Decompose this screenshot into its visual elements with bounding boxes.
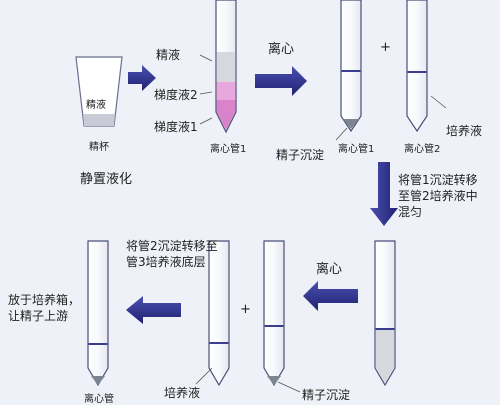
- plus-sign-1: +: [380, 40, 391, 55]
- liquefaction-caption: 静置液化: [80, 172, 133, 187]
- centrifuge-tube2-caption: 离心管2: [404, 144, 441, 155]
- layer-label-gradient2: 梯度液2: [154, 88, 198, 102]
- centrifuge-tube1-caption: 离心管1: [338, 144, 375, 155]
- centrifuge-tube-1: [340, 0, 362, 133]
- pointer-medium: [430, 95, 447, 109]
- medium-label-2: 培养液: [164, 386, 201, 400]
- pointer-sediment: [335, 127, 348, 141]
- centrifuge-label-2: 离心: [316, 262, 343, 277]
- transfer-description-1: 将管1沉淀转移 至管2培养液中 混匀: [398, 172, 498, 220]
- arrow-right-2: [255, 66, 307, 96]
- final-sediment: [91, 376, 105, 385]
- arrow-right-1: [128, 65, 156, 91]
- transfer2-line-1: 将管2沉淀转移至: [126, 239, 218, 253]
- transfer2-line-2: 管3培养液底层: [126, 255, 206, 269]
- gradient-tube: [215, 0, 237, 134]
- tube1-caption: 离心管1: [210, 144, 247, 155]
- pointer-gradient1-layer: [199, 117, 213, 125]
- semen-cup: [75, 56, 123, 127]
- arrow-left-2: [126, 296, 181, 324]
- plus-sign-2: +: [240, 302, 251, 317]
- layer-label-semen: 精液: [156, 48, 181, 62]
- mixed-tube: [374, 240, 396, 387]
- centrifuge-tube-2: [406, 0, 428, 133]
- transfer-line-1: 将管1沉淀转移: [398, 173, 478, 187]
- final-tube-caption: 离心管: [84, 394, 114, 405]
- medium-tube: [208, 240, 230, 387]
- semen-sample: [83, 114, 115, 126]
- transfer-description-2: 将管2沉淀转移至 管3培养液底层: [126, 238, 236, 270]
- centrifuge-label-1: 离心: [268, 42, 295, 57]
- sperm-sediment: [343, 119, 359, 129]
- arrow-down: [370, 162, 398, 226]
- gradient-layer-bottom: [216, 100, 236, 130]
- sperm-sediment-2: [267, 376, 281, 385]
- pointer-semen-layer: [199, 54, 213, 62]
- incubate-description: 放于培养箱， 让精子上游: [8, 292, 88, 324]
- centrifuge-tube-3: [263, 240, 285, 387]
- arrow-left-1: [303, 281, 358, 311]
- transfer-line-2: 至管2培养液中: [398, 189, 478, 203]
- layer-label-gradient1: 梯度液1: [154, 120, 198, 134]
- pointer-gradient2-layer: [199, 91, 213, 95]
- mixed-suspension: [375, 330, 395, 383]
- sediment-label-1: 精子沉淀: [276, 148, 325, 162]
- incubate-line-1: 放于培养箱，: [8, 293, 81, 307]
- cup-caption: 精杯: [89, 142, 109, 153]
- semen-layer: [216, 52, 236, 82]
- pointer-sediment-2: [277, 381, 301, 393]
- sediment-label-2: 精子沉淀: [302, 388, 351, 402]
- incubate-line-2: 让精子上游: [8, 309, 69, 323]
- final-tube: [87, 240, 109, 387]
- transfer-line-3: 混匀: [398, 205, 423, 219]
- cup-content-label: 精液: [86, 100, 106, 111]
- medium-label-1: 培养液: [446, 124, 483, 138]
- pointer-medium-2: [195, 367, 213, 385]
